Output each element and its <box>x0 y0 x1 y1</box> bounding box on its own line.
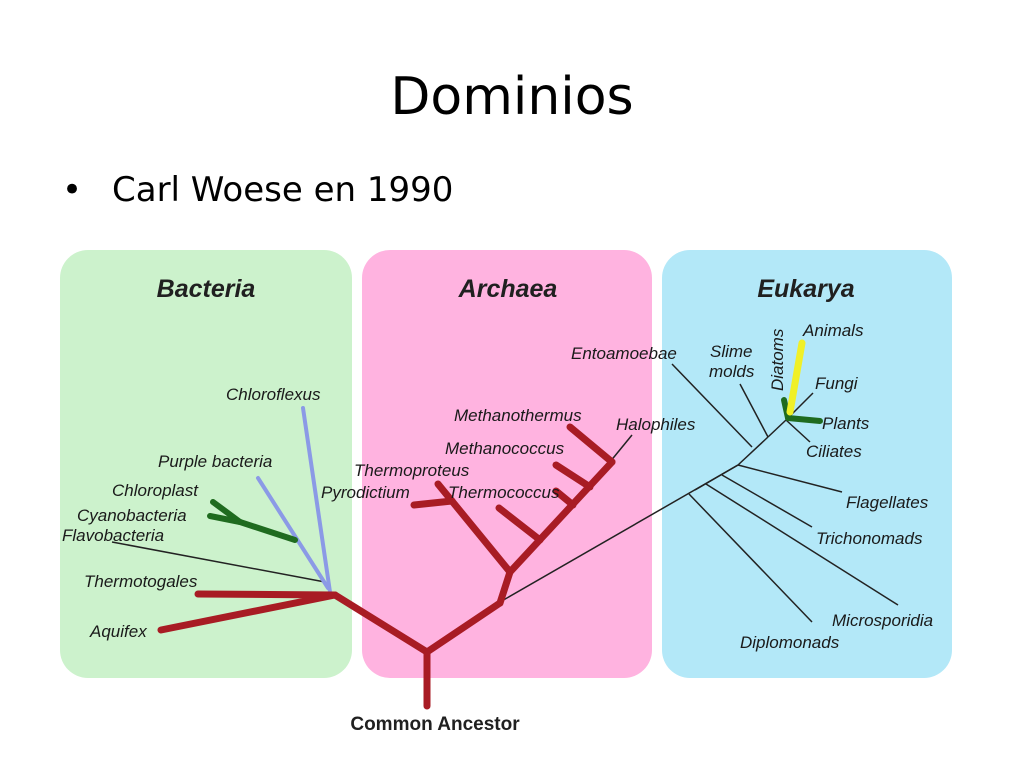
label-entoamoebae: Entoamoebae <box>571 344 677 363</box>
domain-label-archaea: Archaea <box>458 275 558 303</box>
branch-diatoms <box>781 397 791 421</box>
branch-methanococcus-lower <box>552 487 577 509</box>
branch-eukarya-crown-stem <box>767 419 787 438</box>
label-fungi: Fungi <box>815 374 859 393</box>
branch-root-to-archaea-eukarya <box>423 599 504 656</box>
label-methanothermus: Methanothermus <box>454 406 582 425</box>
label-pyrodictium: Pyrodictium <box>321 483 410 502</box>
label-flavobacteria: Flavobacteria <box>62 526 164 545</box>
label-chloroflexus: Chloroflexus <box>226 385 321 404</box>
label-thermococcus: Thermococcus <box>448 483 560 502</box>
branch-chloroflexus <box>301 406 332 594</box>
bacteria-panel <box>60 250 352 678</box>
label-trichonomads: Trichonomads <box>816 529 923 548</box>
branch-cyanobacteria-stem <box>237 519 298 543</box>
label-cyanobacteria: Cyanobacteria <box>77 506 187 525</box>
branch-root-to-bacteria <box>331 591 431 656</box>
label-plants: Plants <box>822 414 870 433</box>
label-molds: molds <box>709 362 755 381</box>
label-microsporidia: Microsporidia <box>832 611 933 630</box>
branch-trichonomads <box>721 474 813 528</box>
label-aquifex: Aquifex <box>89 622 147 641</box>
label-chloroplast: Chloroplast <box>112 481 199 500</box>
branch-purple-bacteria <box>256 476 330 590</box>
label-halophiles: Halophiles <box>616 415 696 434</box>
label-animals: Animals <box>802 321 864 340</box>
branch-diplomonads <box>688 493 813 623</box>
archaea-panel <box>362 250 652 678</box>
slide-title: Dominios <box>390 67 634 127</box>
branch-cyanobacteria <box>207 513 243 525</box>
thermophile-branches <box>157 423 616 710</box>
thin-branches <box>111 363 899 623</box>
branch-euryarchaeota <box>506 458 616 576</box>
branch-aquifex <box>157 591 339 634</box>
label-ciliates: Ciliates <box>806 442 862 461</box>
cyanobacteria-branches <box>207 499 298 543</box>
branch-microsporidia <box>705 483 899 606</box>
label-methanococcus: Methanococcus <box>445 439 565 458</box>
photosynthetic-bacteria-branches <box>256 406 332 594</box>
label-diatoms: Diatoms <box>768 328 787 391</box>
domain-label-bacteria: Bacteria <box>157 275 256 303</box>
branch-flavobacteria <box>111 541 326 583</box>
branch-entoamoebae <box>671 363 753 448</box>
slide-bullet: • Carl Woese en 1990 <box>62 166 762 214</box>
branch-ciliates <box>785 419 811 443</box>
branch-pyrodictium <box>410 497 456 509</box>
bullet-text: Carl Woese en 1990 <box>112 170 454 210</box>
branch-thermococcus <box>495 504 544 544</box>
branch-archaea-stem <box>496 568 514 607</box>
label-common-ancestor: Common Ancestor <box>350 714 520 735</box>
label-purple-bacteria: Purple bacteria <box>158 452 272 471</box>
branch-plants <box>785 415 823 424</box>
bullet-symbol: • <box>62 170 83 210</box>
branch-eukarya-stem-lower <box>694 464 739 491</box>
branch-crown <box>737 436 769 466</box>
domain-label-eukarya: Eukarya <box>757 275 854 303</box>
branch-thermotogales <box>194 590 339 599</box>
branch-flagellates <box>737 464 843 493</box>
label-flagellates: Flagellates <box>846 493 929 512</box>
label-diplomonads: Diplomonads <box>740 633 840 652</box>
branch-slime-molds <box>739 383 769 438</box>
branch-animals <box>786 339 806 416</box>
eukarya-panel <box>662 250 952 678</box>
label-thermotogales: Thermotogales <box>84 572 198 591</box>
branch-methanothermus <box>566 423 616 466</box>
eukarya-crown-branches <box>781 339 823 424</box>
label-thermoproteus: Thermoproteus <box>354 461 470 480</box>
label-slime: Slime <box>710 342 753 361</box>
branch-methanococcus <box>552 461 594 491</box>
